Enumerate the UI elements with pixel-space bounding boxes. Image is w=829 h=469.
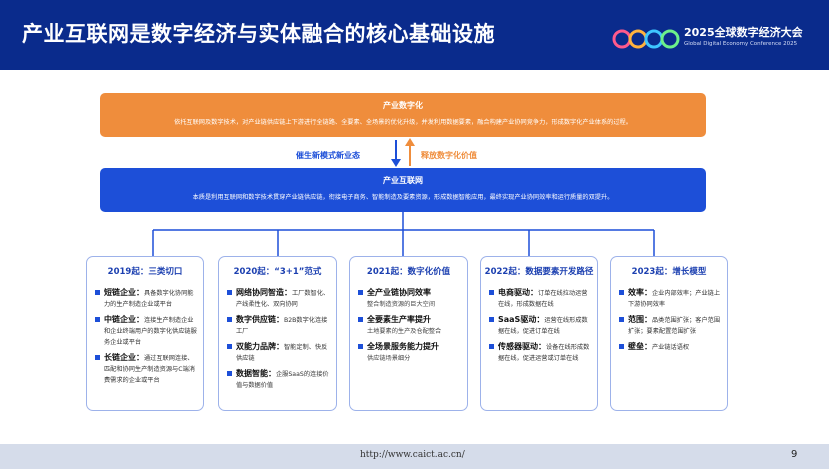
item-head: 数字供应链： — [236, 315, 284, 324]
card-title: 2022起：数据要素开发路径 — [484, 267, 594, 277]
page-number: 9 — [791, 449, 798, 460]
item-body: 智能定制、快反供应链 — [236, 344, 328, 362]
list-item: 全要素生产率提升土地要素的生产及仓配整合 — [358, 314, 461, 337]
item-head: 壁垒： — [628, 342, 652, 351]
arrow-label-new-models: 催生新模式新业态 — [296, 151, 360, 160]
slide-title: 产业互联网是数字经济与实体融合的核心基础设施 — [22, 22, 495, 46]
item-body: 企业内部效率；产业链上下游协同效率 — [628, 290, 721, 308]
industrial-digitalization-box: 产业数字化 依托互联网及数字技术，对产业链供应链上下游进行全链路、全要素、全场景… — [100, 93, 706, 137]
industrial-internet-box: 产业互联网 本质是利用互联网和数字技术贯穿产业链供应链，衔接电子商务、智能制造及… — [100, 168, 706, 212]
box-description: 本质是利用互联网和数字技术贯穿产业链供应链，衔接电子商务、智能制造及要素资源，形… — [192, 194, 614, 201]
item-head: 全场景服务能力提升 — [367, 342, 439, 351]
item-head: 短链企业： — [104, 288, 144, 297]
item-head: 中链企业： — [104, 315, 144, 324]
list-item: 效率：企业内部效率；产业链上下游协同效率 — [619, 287, 721, 310]
list-item: 短链企业：具备数字化协同能力的生产制造企业或平台 — [95, 287, 197, 310]
card-2023: 2023起：增长模型 效率：企业内部效率；产业链上下游协同效率 范围：品类范围扩… — [610, 256, 728, 411]
list-item: 长链企业：通过互联网连接、匹配和协同生产制造资源与C端消费需求的企业或平台 — [95, 352, 197, 386]
item-head: 数据智能： — [236, 369, 276, 378]
header-bar: 产业互联网是数字经济与实体融合的核心基础设施 2025全球数字经济大会 Glob… — [0, 0, 829, 70]
card-title: 2019起：三类切口 — [107, 267, 183, 277]
card-2020: 2020起：“3+1”范式 网络协同智造：工厂数智化、产线柔性化、双向协同 数字… — [218, 256, 337, 411]
list-item: 全场景服务能力提升供应链场景细分 — [358, 341, 461, 364]
item-head: 传感器驱动： — [498, 342, 546, 351]
upward-arrow-icon — [405, 138, 415, 146]
item-body: 产业链话语权 — [652, 344, 690, 351]
item-head: 网络协同智造： — [236, 288, 292, 297]
item-body: 运营在线形成数据在线，促进订单在线 — [498, 317, 588, 335]
card-title: 2023起：增长模型 — [631, 267, 707, 277]
card-list: 网络协同智造：工厂数智化、产线柔性化、双向协同 数字供应链：B2B数字化连接工厂… — [227, 287, 330, 395]
card-list: 电商驱动：订单在线拉动运营在线，形成数据在线 SaaS驱动：运营在线形成数据在线… — [489, 287, 591, 368]
card-title: 2021起：数字化价值 — [366, 267, 451, 277]
item-body: 订单在线拉动运营在线，形成数据在线 — [498, 290, 588, 308]
item-head: SaaS驱动： — [498, 315, 545, 324]
item-body: 具备数字化协同能力的生产制造企业或平台 — [104, 290, 194, 308]
card-title: 2020起：“3+1”范式 — [233, 267, 322, 277]
item-head: 全要素生产率提升 — [367, 315, 431, 324]
footer-bar — [0, 444, 829, 469]
list-item: 全产业链协同效率整合制造资源的巨大空间 — [358, 287, 461, 310]
item-body: 工厂数智化、产线柔性化、双向协同 — [236, 290, 330, 308]
list-item: 数字供应链：B2B数字化连接工厂 — [227, 314, 330, 337]
item-body: 设备在线形成数据在线，促进运营或订单在线 — [498, 344, 590, 362]
item-head: 电商驱动： — [498, 288, 538, 297]
list-item: 数据智能：企服SaaS的连接价值与数据价值 — [227, 368, 330, 391]
card-list: 效率：企业内部效率；产业链上下游协同效率 范围：品类范围扩张；客户范围扩张；要素… — [619, 287, 721, 357]
item-head: 长链企业： — [104, 353, 144, 362]
item-head: 双能力品牌： — [236, 342, 284, 351]
item-head: 效率： — [628, 288, 652, 297]
box-title: 产业数字化 — [383, 101, 423, 110]
card-list: 短链企业：具备数字化协同能力的生产制造企业或平台 中链企业：连接生产制造企业和企… — [95, 287, 197, 390]
list-item: 网络协同智造：工厂数智化、产线柔性化、双向协同 — [227, 287, 330, 310]
item-sub: 供应链场景细分 — [367, 355, 411, 362]
item-sub: 整合制造资源的巨大空间 — [367, 301, 436, 308]
footer-url: http://www.caict.ac.cn/ — [360, 450, 465, 460]
arrow-label-release-value: 释放数字化价值 — [421, 151, 477, 160]
card-2021: 2021起：数字化价值 全产业链协同效率整合制造资源的巨大空间 全要素生产率提升… — [349, 256, 468, 411]
list-item: 传感器驱动：设备在线形成数据在线，促进运营或订单在线 — [489, 341, 591, 364]
list-item: 中链企业：连接生产制造企业和企业终端用户的数字化供应链服务企业或平台 — [95, 314, 197, 348]
conference-name: 2025全球数字经济大会 — [684, 26, 803, 39]
card-list: 全产业链协同效率整合制造资源的巨大空间 全要素生产率提升土地要素的生产及仓配整合… — [358, 287, 461, 368]
list-item: 双能力品牌：智能定制、快反供应链 — [227, 341, 330, 364]
box-description: 依托互联网及数字技术，对产业链供应链上下游进行全链路、全要素、全场景的优化升级，… — [174, 119, 632, 126]
item-body: B2B数字化连接工厂 — [236, 317, 328, 335]
item-body: 通过互联网连接、匹配和协同生产制造资源与C端消费需求的企业或平台 — [104, 355, 195, 384]
item-body: 品类范围扩张；客户范围扩张；要素配置范围扩张 — [628, 317, 721, 335]
list-item: 范围：品类范围扩张；客户范围扩张；要素配置范围扩张 — [619, 314, 721, 337]
item-body: 连接生产制造企业和企业终端用户的数字化供应链服务企业或平台 — [104, 317, 197, 346]
item-body: 企服SaaS的连接价值与数据价值 — [236, 371, 329, 389]
card-2019: 2019起：三类切口 短链企业：具备数字化协同能力的生产制造企业或平台 中链企业… — [86, 256, 204, 411]
item-sub: 土地要素的生产及仓配整合 — [367, 328, 442, 335]
card-2022: 2022起：数据要素开发路径 电商驱动：订单在线拉动运营在线，形成数据在线 Sa… — [480, 256, 598, 411]
conference-subtitle: Global Digital Economy Conference 2025 — [684, 41, 798, 47]
item-head: 全产业链协同效率 — [367, 288, 431, 297]
box-title: 产业互联网 — [383, 176, 423, 185]
item-head: 范围： — [628, 315, 652, 324]
list-item: 壁垒：产业链话语权 — [619, 341, 721, 353]
list-item: 电商驱动：订单在线拉动运营在线，形成数据在线 — [489, 287, 591, 310]
list-item: SaaS驱动：运营在线形成数据在线，促进订单在线 — [489, 314, 591, 337]
downward-arrow-icon — [391, 159, 401, 167]
conference-logo-icon — [612, 29, 680, 49]
